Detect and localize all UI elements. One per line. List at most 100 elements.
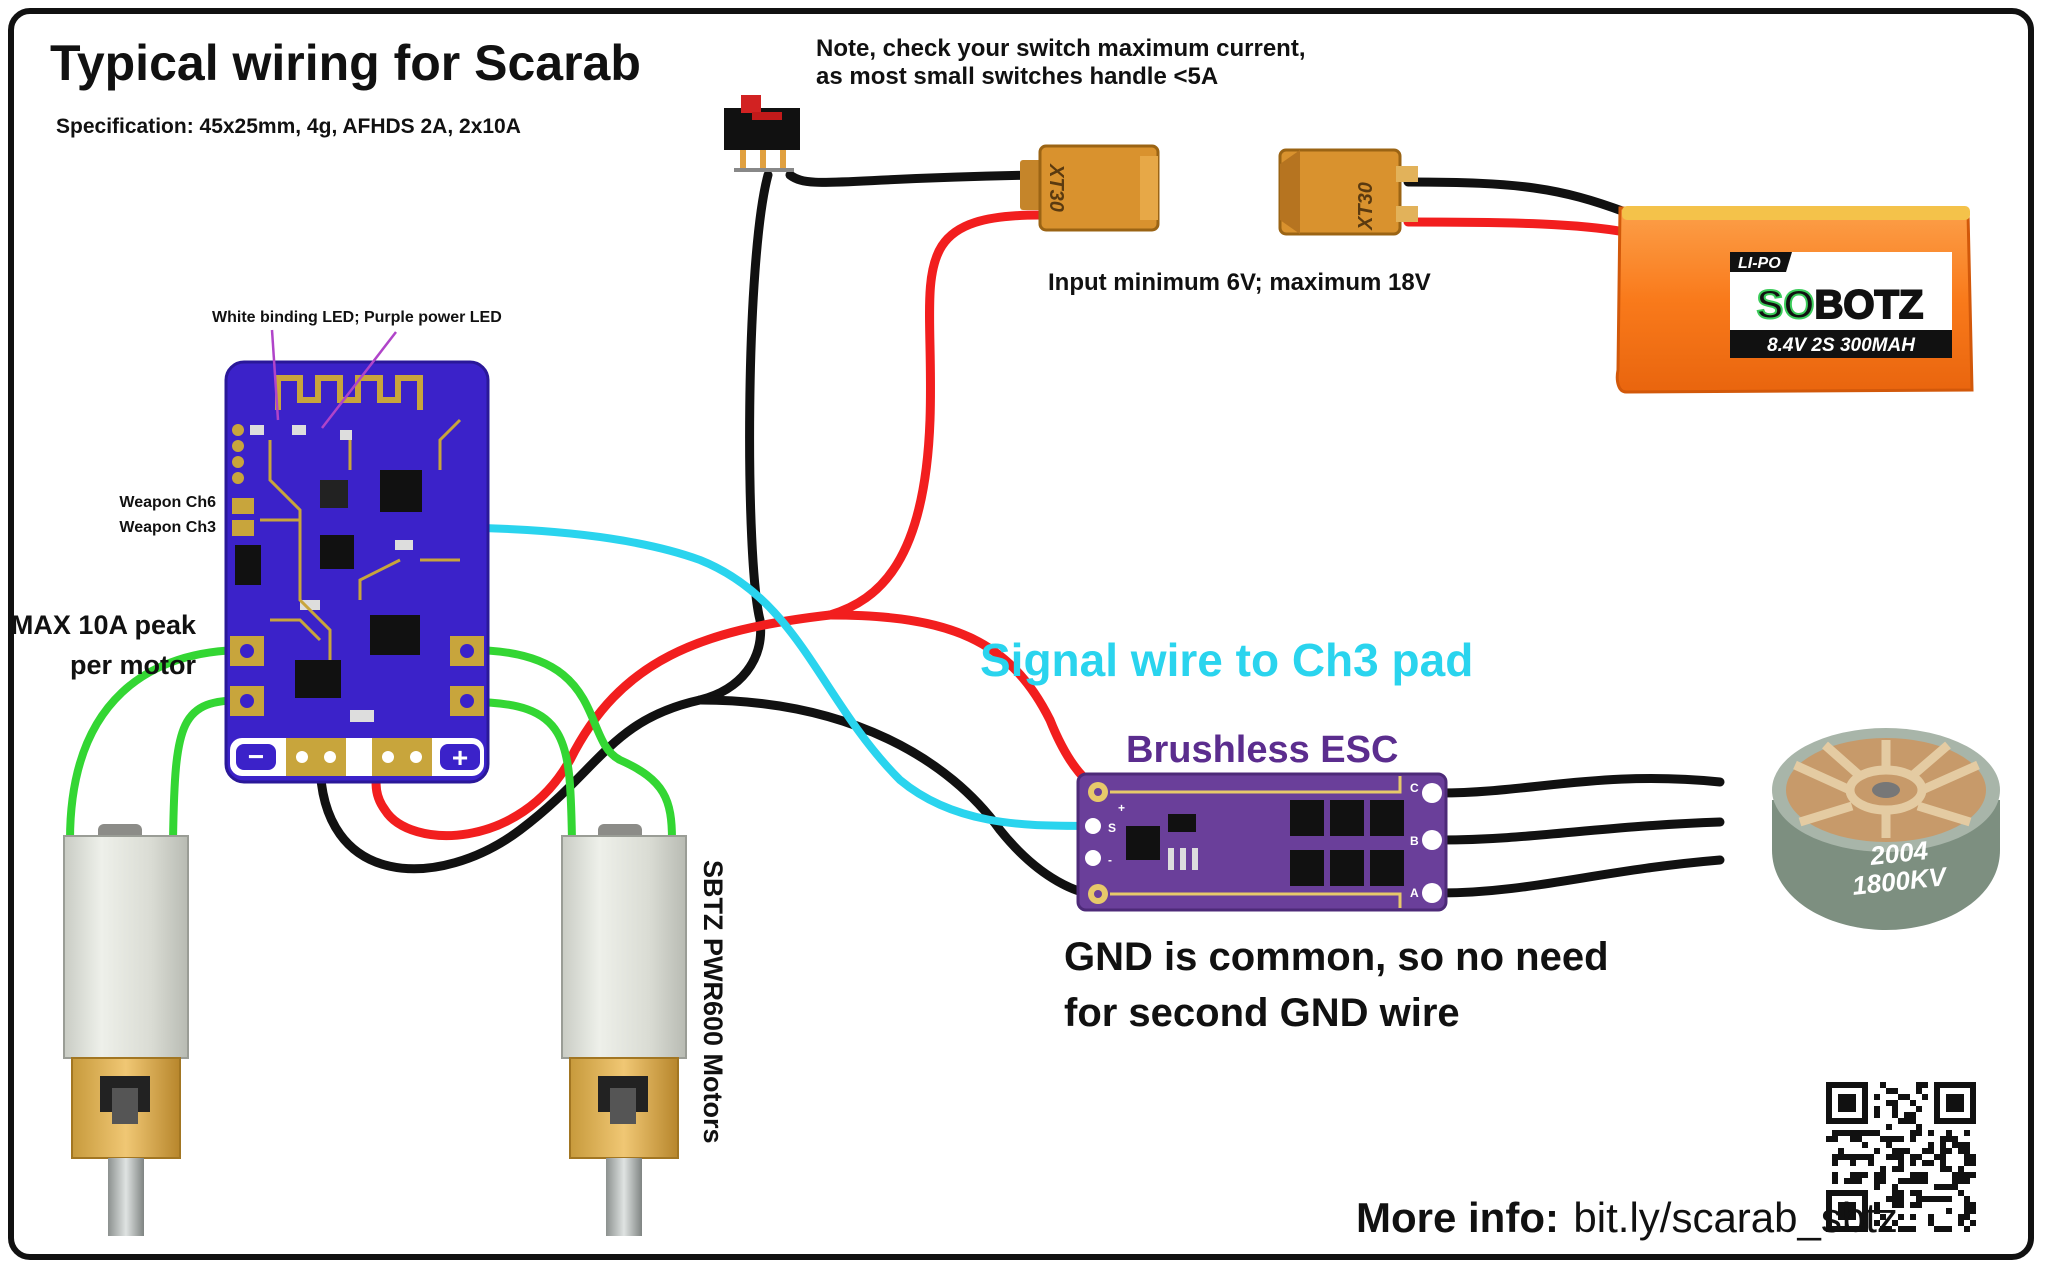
qr-module [1916, 1190, 1922, 1196]
switch-to-xt30-black [785, 170, 1045, 187]
qr-module [1964, 1208, 1970, 1214]
qr-module [1946, 1148, 1952, 1154]
qr-finder [1838, 1094, 1856, 1112]
qr-module [1892, 1154, 1898, 1160]
qr-module [1856, 1154, 1862, 1160]
qr-module [1850, 1130, 1856, 1136]
qr-module [1862, 1172, 1868, 1178]
motor-phase-b [1435, 817, 1725, 845]
qr-module [1964, 1148, 1970, 1154]
scarab-pcb: − + [224, 360, 490, 784]
weapon-ch6-label: Weapon Ch6 [119, 494, 216, 511]
qr-module [1910, 1130, 1916, 1136]
switch-note-line1: Note, check your switch maximum current, [816, 35, 1305, 62]
qr-module [1934, 1154, 1940, 1160]
brushless-motor-size: 2004 [1868, 835, 1930, 871]
qr-module [1856, 1178, 1862, 1184]
battery-brand-b: BOTZ [1814, 283, 1923, 327]
qr-module [1886, 1154, 1892, 1160]
qr-module [1868, 1160, 1874, 1166]
qr-module [1952, 1142, 1958, 1148]
switch-black-down [695, 170, 773, 705]
more-info-url[interactable]: bit.ly/scarab_sbtz [1573, 1194, 1897, 1241]
xt30-female-connector: XT30 [1278, 148, 1418, 236]
qr-module [1916, 1178, 1922, 1184]
led-note: White binding LED; Purple power LED [212, 309, 502, 326]
qr-module [1862, 1154, 1868, 1160]
qr-module [1964, 1130, 1970, 1136]
specification: Specification: 45x25mm, 4g, AFHDS 2A, 2x… [56, 115, 521, 138]
qr-module [1874, 1184, 1880, 1190]
qr-module [1898, 1190, 1904, 1196]
battery-red-lead [1403, 217, 1630, 237]
qr-module [1880, 1082, 1886, 1088]
qr-module [1964, 1142, 1970, 1148]
qr-module [1892, 1202, 1898, 1208]
qr-module [1898, 1178, 1904, 1184]
power-switch [724, 95, 800, 172]
qr-module [1928, 1142, 1934, 1148]
gnd-note-line2: for second GND wire [1064, 991, 1460, 1035]
qr-module [1958, 1190, 1964, 1196]
qr-finder [1946, 1094, 1964, 1112]
input-voltage-note: Input minimum 6V; maximum 18V [1048, 269, 1431, 296]
esc-pad-b: B [1410, 834, 1419, 848]
qr-module [1898, 1136, 1904, 1142]
qr-module [1928, 1130, 1934, 1136]
qr-module [1958, 1166, 1964, 1172]
qr-module [1958, 1178, 1964, 1184]
qr-module [1874, 1220, 1880, 1226]
qr-module [1928, 1148, 1934, 1154]
qr-module [1922, 1082, 1928, 1088]
battery-brand: SOBOTZ [1757, 283, 1924, 327]
qr-module [1910, 1136, 1916, 1142]
qr-module [1886, 1124, 1892, 1130]
green-left-motor-a [66, 646, 249, 844]
esc-pad-a: A [1410, 886, 1419, 900]
qr-module [1868, 1154, 1874, 1160]
qr-module [1892, 1148, 1898, 1154]
qr-module [1832, 1172, 1838, 1178]
qr-module [1850, 1136, 1856, 1142]
qr-module [1940, 1196, 1946, 1202]
diagram-title: Typical wiring for Scarab [50, 35, 641, 91]
qr-module [1946, 1130, 1952, 1136]
pcb-plus-sign: + [452, 742, 468, 773]
qr-module [1928, 1160, 1934, 1166]
qr-module [1916, 1088, 1922, 1094]
qr-module [1838, 1130, 1844, 1136]
qr-module [1946, 1208, 1952, 1214]
qr-module [1940, 1142, 1946, 1148]
qr-module [1940, 1154, 1946, 1160]
brushless-motor: 2004 1800KV [1772, 728, 2000, 930]
qr-module [1910, 1214, 1916, 1220]
qr-module [1916, 1202, 1922, 1208]
switch-note-line2: as most small switches handle <5A [816, 63, 1218, 90]
qr-module [1934, 1184, 1940, 1190]
qr-module [1940, 1136, 1946, 1142]
qr-module [1904, 1226, 1910, 1232]
esc-pad-s: S [1108, 821, 1116, 835]
qr-module [1910, 1100, 1916, 1106]
qr-module [1892, 1106, 1898, 1112]
qr-module [1946, 1196, 1952, 1202]
qr-module [1874, 1208, 1880, 1214]
xt30-red-down [825, 210, 1045, 620]
qr-module [1964, 1160, 1970, 1166]
peak-note-line1: MAX 10A peak [11, 610, 197, 640]
battery-brand-a: SO [1757, 283, 1815, 327]
qr-module [1850, 1172, 1856, 1178]
qr-module [1892, 1196, 1898, 1202]
qr-module [1922, 1160, 1928, 1166]
qr-module [1928, 1196, 1934, 1202]
qr-module [1946, 1166, 1952, 1172]
qr-module [1856, 1130, 1862, 1136]
qr-module [1940, 1166, 1946, 1172]
qr-module [1892, 1190, 1898, 1196]
qr-module [1832, 1154, 1838, 1160]
qr-module [1910, 1172, 1916, 1178]
qr-module [1886, 1100, 1892, 1106]
qr-module [1892, 1166, 1898, 1172]
battery-type: LI-PO [1738, 255, 1781, 272]
qr-module [1928, 1220, 1934, 1226]
